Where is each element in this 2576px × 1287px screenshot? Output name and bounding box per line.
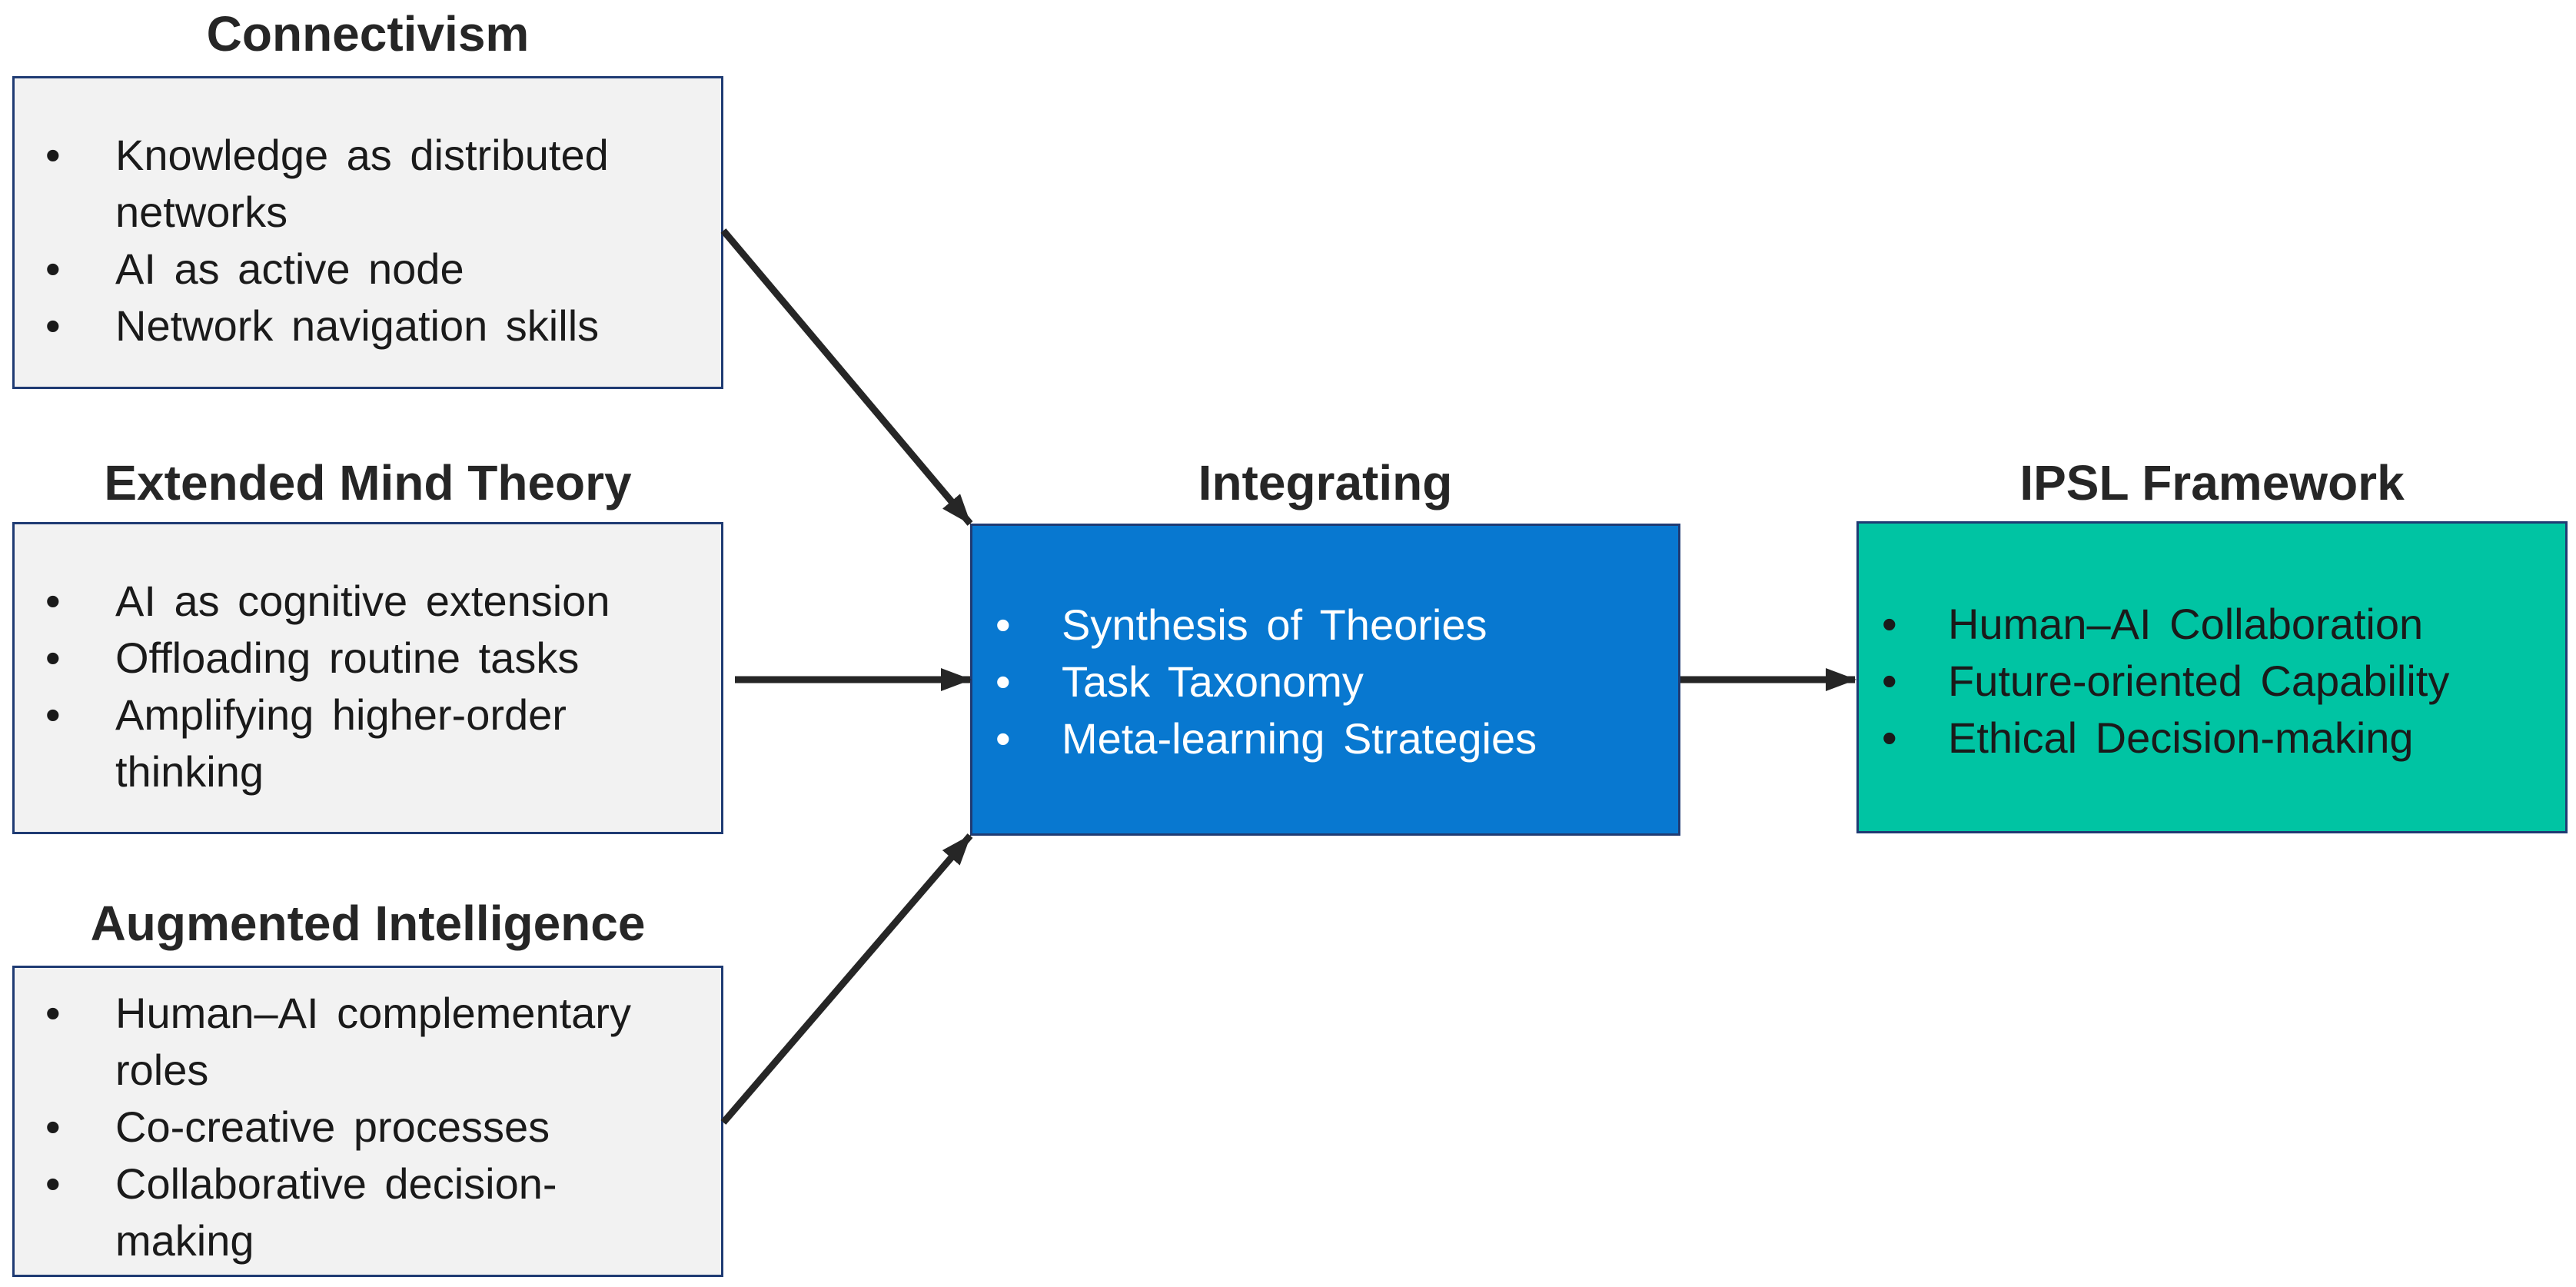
ipsl-framework-box: Human–AI Collaboration Future-oriented C… bbox=[1856, 521, 2568, 833]
ipsl-framework-list: Human–AI Collaboration Future-oriented C… bbox=[1859, 524, 2565, 767]
connectivism-item: Network navigation skills bbox=[15, 298, 721, 354]
integrating-item: Task Taxonomy bbox=[972, 653, 1678, 710]
ipsl-framework-item: Future-oriented Capability bbox=[1859, 653, 2565, 710]
connectivism-item: Knowledge as distributed networks bbox=[15, 127, 721, 241]
ipsl-framework-item: Human–AI Collaboration bbox=[1859, 596, 2565, 653]
augmented-intelligence-box: Human–AI complementary roles Co-creative… bbox=[12, 966, 723, 1277]
arrow-connectivism-to-integrating bbox=[720, 228, 973, 526]
integrating-title: Integrating bbox=[1198, 455, 1453, 510]
integrating-box: Synthesis of Theories Task Taxonomy Meta… bbox=[970, 524, 1680, 836]
connectivism-item: AI as active node bbox=[15, 241, 721, 298]
augmented-intelligence-list: Human–AI complementary roles Co-creative… bbox=[15, 968, 721, 1269]
connectivism-list: Knowledge as distributed networks AI as … bbox=[15, 78, 721, 354]
ipsl-framework-item: Ethical Decision-making bbox=[1859, 710, 2565, 767]
connectivism-box: Knowledge as distributed networks AI as … bbox=[12, 76, 723, 389]
integrating-list: Synthesis of Theories Task Taxonomy Meta… bbox=[972, 526, 1678, 767]
integrating-item: Meta-learning Strategies bbox=[972, 710, 1678, 767]
extended-mind-title: Extended Mind Theory bbox=[104, 455, 632, 510]
integrating-item: Synthesis of Theories bbox=[972, 597, 1678, 653]
extended-mind-item: Amplifying higher-order thinking bbox=[15, 687, 721, 800]
extended-mind-list: AI as cognitive extension Offloading rou… bbox=[15, 524, 721, 800]
ipsl-framework-title: IPSL Framework bbox=[2019, 455, 2405, 510]
arrow-augmented-to-integrating bbox=[720, 833, 973, 1125]
augmented-intelligence-item: Collaborative decision-making bbox=[15, 1156, 721, 1269]
augmented-intelligence-title: Augmented Intelligence bbox=[90, 896, 646, 951]
extended-mind-box: AI as cognitive extension Offloading rou… bbox=[12, 522, 723, 834]
extended-mind-item: Offloading routine tasks bbox=[15, 630, 721, 687]
augmented-intelligence-item: Human–AI complementary roles bbox=[15, 985, 721, 1099]
connectivism-title: Connectivism bbox=[206, 6, 530, 62]
augmented-intelligence-item: Co-creative processes bbox=[15, 1099, 721, 1156]
extended-mind-item: AI as cognitive extension bbox=[15, 573, 721, 630]
